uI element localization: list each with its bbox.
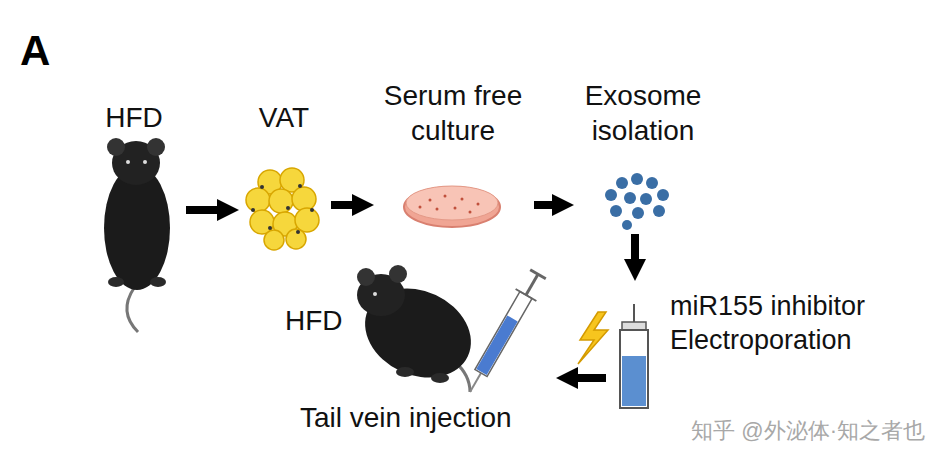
watermark: 知乎 @外泌体·知之者也	[590, 418, 925, 444]
flow-arrow	[186, 199, 239, 221]
arrow-shaft	[574, 374, 606, 382]
mouse-body	[350, 272, 485, 395]
mouse-ear	[389, 265, 407, 283]
arrow-head	[624, 259, 646, 281]
mouse-foot	[150, 277, 166, 287]
mouse-ear	[357, 268, 375, 286]
step-label: Tail vein injection	[300, 400, 550, 435]
step-node: HFD Tail vein injection	[280, 255, 552, 445]
mouse-ear	[107, 138, 125, 156]
mouse-foot	[108, 277, 124, 287]
arrow-shaft	[186, 206, 221, 214]
lightning-bolt	[578, 312, 608, 364]
step-node: Serum free culture	[378, 78, 530, 230]
flow-arrow	[331, 194, 374, 216]
mouse-foot	[431, 373, 449, 383]
arrow-head	[556, 367, 578, 389]
mouse-figure	[104, 138, 170, 332]
step-node: Exosome isolation	[578, 78, 710, 230]
step-node: VAT	[243, 95, 327, 250]
mouse-eye	[126, 160, 130, 164]
flow-arrow	[534, 194, 574, 216]
mouse-figure	[350, 265, 485, 394]
flow-arrow	[556, 367, 606, 389]
syringe	[460, 268, 549, 398]
adipocyte-nuclei	[251, 184, 314, 234]
mouse-ear	[147, 138, 165, 156]
step-label: HFD	[285, 303, 360, 338]
flow-arrow	[624, 234, 646, 281]
panel-letter: A	[20, 26, 80, 76]
arrow-head	[217, 199, 239, 221]
adipocyte-cluster	[246, 168, 319, 250]
step-label: VAT	[243, 100, 325, 135]
step-label: Serum free culture	[378, 78, 528, 148]
mouse-foot	[396, 367, 414, 377]
petri-dish	[404, 186, 500, 227]
arrow-shaft	[631, 234, 639, 263]
mouse-eye	[373, 292, 377, 296]
mouse-eye	[143, 160, 147, 164]
mouse-tail	[127, 288, 138, 332]
arrow-head	[552, 194, 574, 216]
step-label: miR155 inhibitor Electroporation	[670, 290, 910, 358]
step-node: miR155 inhibitor Electroporation	[610, 285, 915, 415]
arrow-head	[352, 194, 374, 216]
cuvette	[620, 304, 648, 408]
exosome-dots	[605, 173, 669, 230]
step-label: HFD	[88, 100, 180, 135]
step-label: Exosome isolation	[578, 78, 708, 148]
step-node: HFD	[88, 95, 182, 335]
